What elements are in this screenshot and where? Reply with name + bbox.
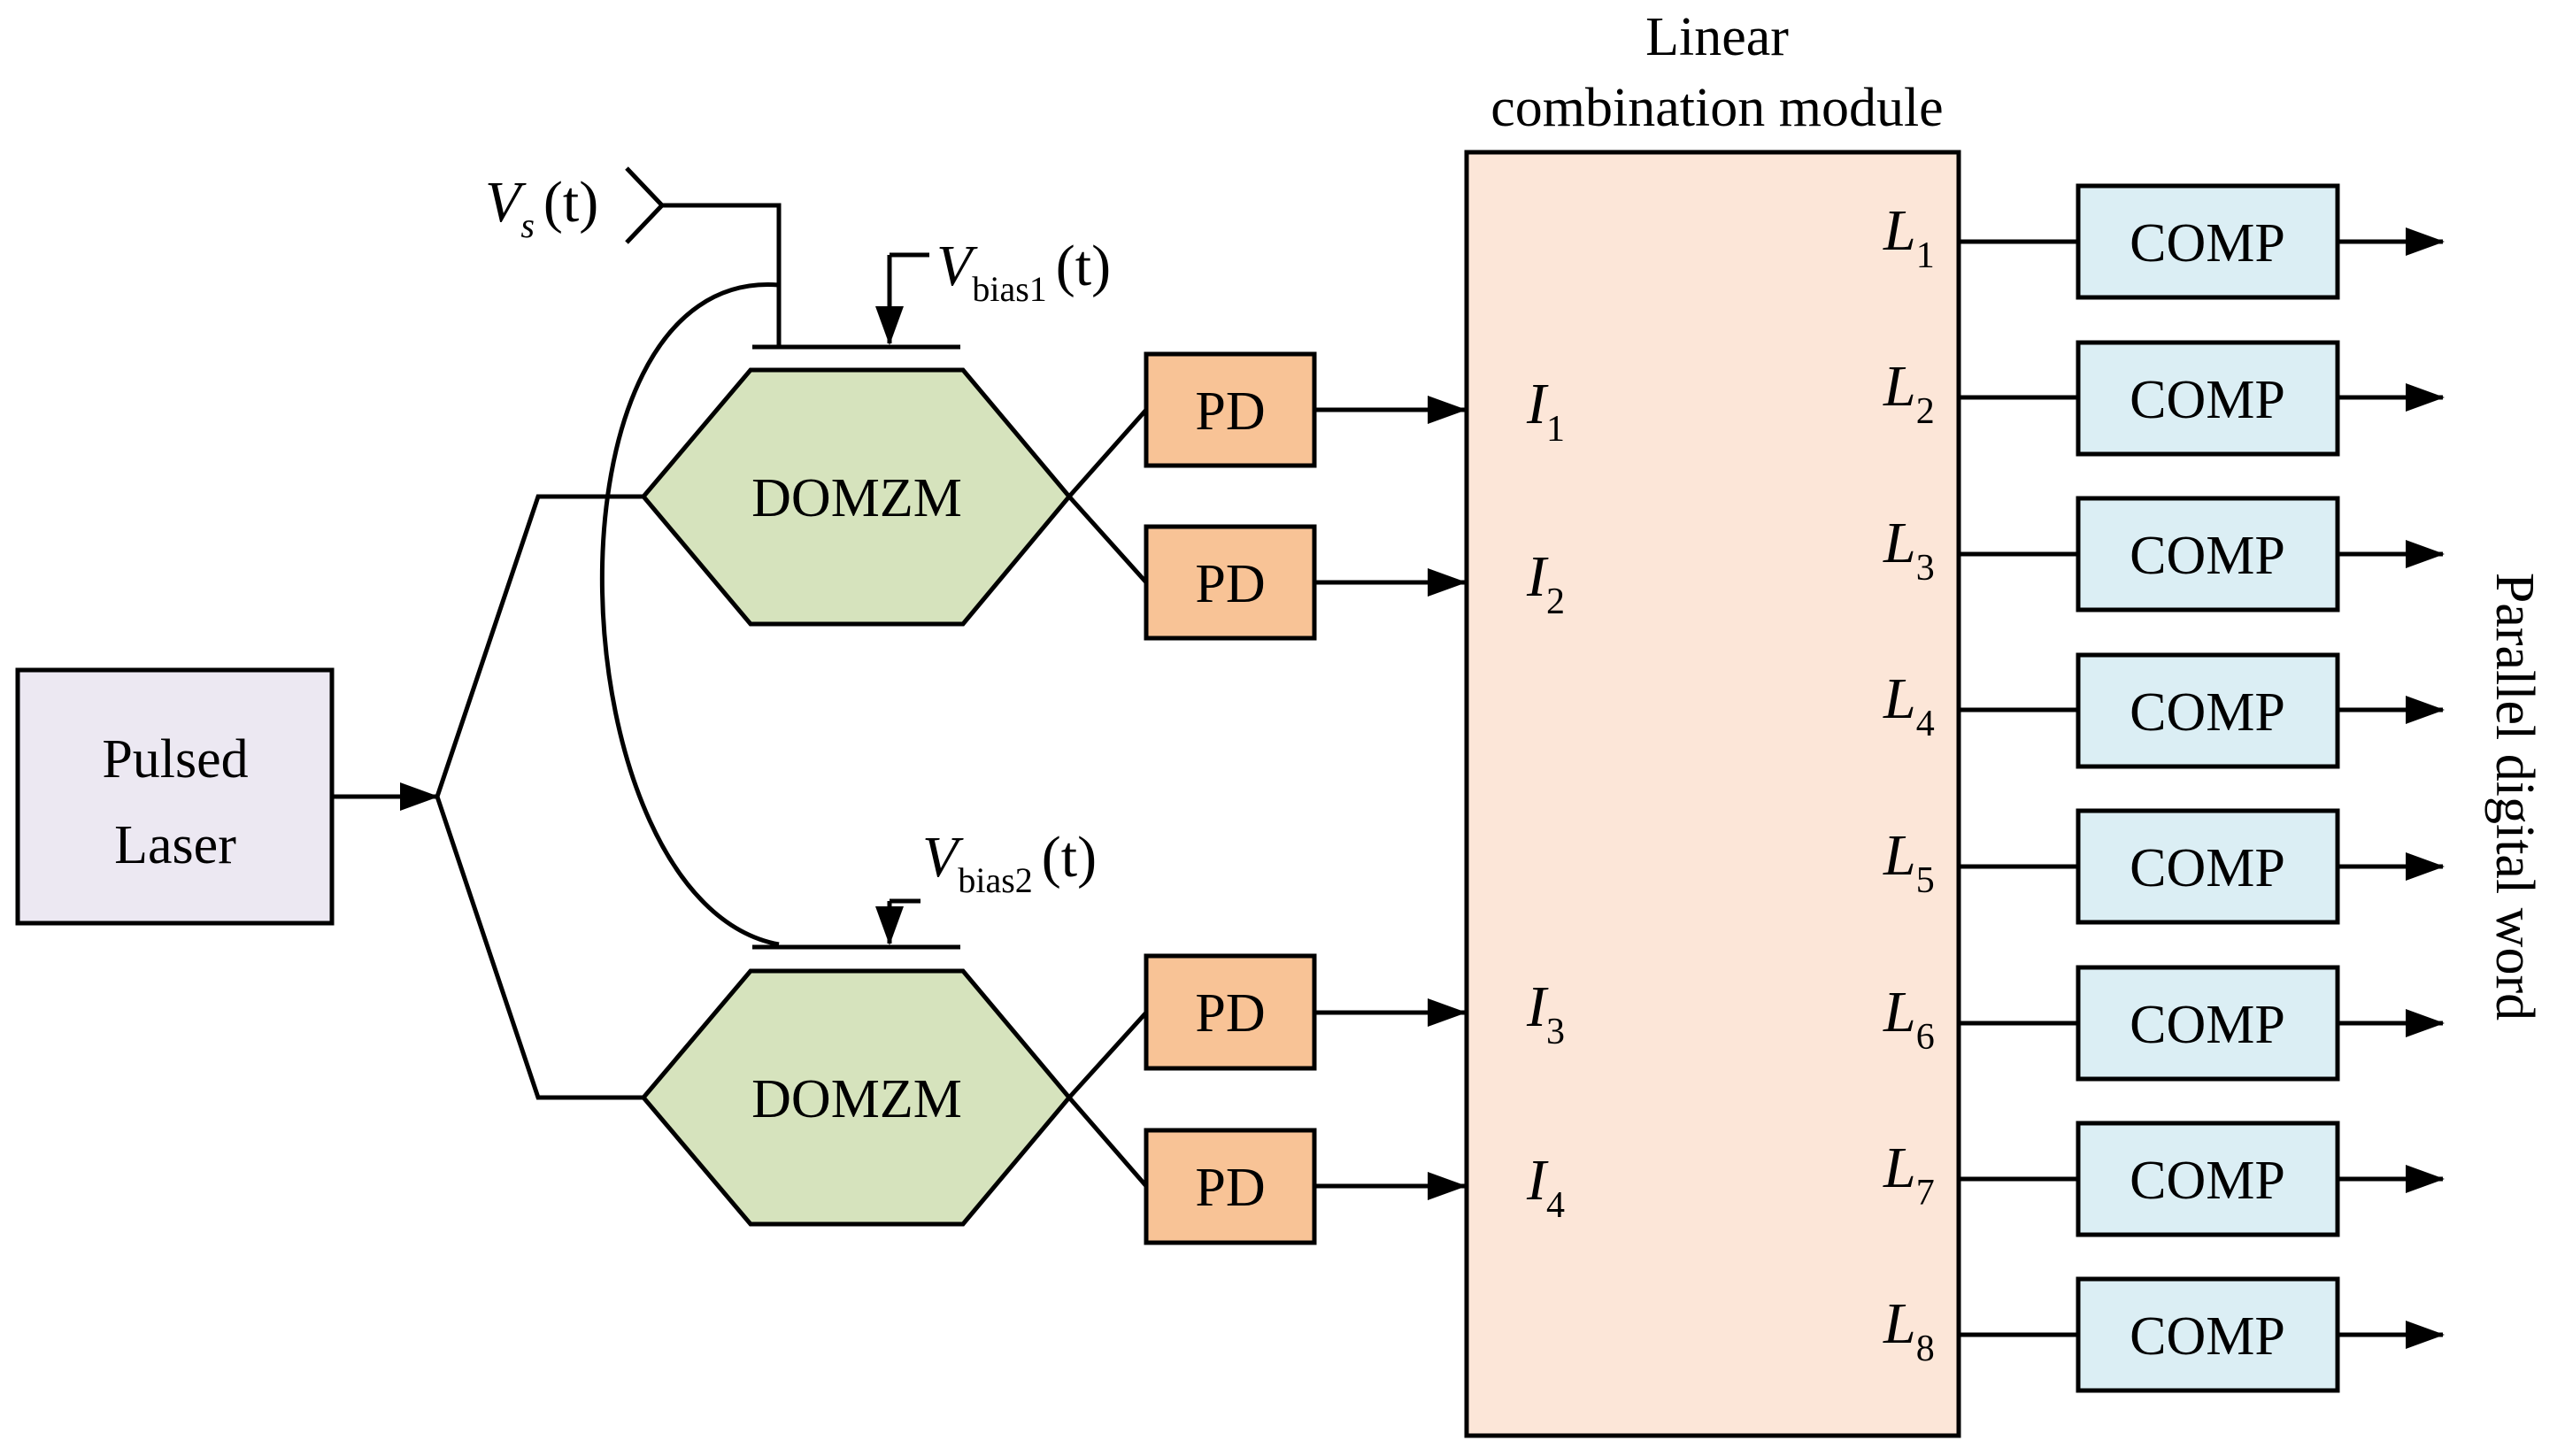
output-row-1: L1 COMP [1883, 183, 2445, 300]
output-row-2: L2 COMP [1883, 340, 2445, 457]
comp-6-box [2076, 965, 2340, 1082]
pd-1-box [1144, 351, 1317, 468]
comp-8-label: COMP [2130, 1306, 2285, 1367]
output-row-4: L4 COMP [1883, 652, 2445, 769]
pulsed-laser-label-line2: Laser [114, 815, 236, 875]
domzm-lower-label: DOMZM [751, 1069, 962, 1129]
pd-3: PD [1144, 953, 1467, 1071]
comp-4-label: COMP [2130, 682, 2285, 743]
comp-7-label: COMP [2130, 1151, 2285, 1211]
pd-3-box [1144, 953, 1317, 1071]
comp-7-box [2076, 1121, 2340, 1237]
pd-2-label: PD [1195, 554, 1265, 614]
comp-1-box [2076, 183, 2340, 300]
module-title-line1: Linear [1645, 7, 1789, 67]
output-row-7: L7 COMP [1883, 1121, 2445, 1237]
splitter-upper-branch [435, 494, 643, 797]
pd-3-label: PD [1195, 983, 1265, 1044]
splitter-lower-branch [435, 796, 643, 1100]
pulsed-laser-block: Pulsed Laser [15, 667, 335, 926]
comp-5-box [2076, 808, 2340, 925]
pd-1-label: PD [1195, 381, 1265, 442]
comp-3-label: COMP [2130, 526, 2285, 586]
output-label-2: L2 [1883, 354, 1935, 432]
parallel-digital-word-label: Parallel digital word [2484, 573, 2545, 1021]
lower-out-cross-a [1067, 1011, 1148, 1099]
pulsed-laser-box [15, 667, 335, 926]
signal-connector-chevron [625, 166, 666, 244]
rf-signal-input: Vs(t) [485, 166, 782, 947]
pd-2: PD [1144, 524, 1467, 641]
input-label-1: I1 [1526, 372, 1565, 450]
comp-2-box [2076, 340, 2340, 457]
pd-4: PD [1144, 1128, 1467, 1245]
input-label-3: I3 [1526, 975, 1565, 1052]
output-label-8: L8 [1883, 1291, 1935, 1369]
output-label-5: L5 [1883, 823, 1935, 901]
input-label-2: I2 [1526, 544, 1565, 622]
upper-out-cross-a [1067, 408, 1148, 498]
output-row-3: L3 COMP [1883, 496, 2445, 612]
signal-loop-wire [600, 282, 780, 947]
domzm-upper: Vbias1(t) DOMZM [640, 234, 1148, 627]
comp-5-label: COMP [2130, 838, 2285, 898]
domzm-lower: Vbias2(t) DOMZM [640, 825, 1148, 1227]
output-row-5: L5 COMP [1883, 808, 2445, 925]
comp-2-label: COMP [2130, 370, 2285, 430]
lower-out-cross-b [1067, 1096, 1148, 1188]
module-title-line2: combination module [1490, 78, 1943, 138]
pd-4-label: PD [1195, 1158, 1265, 1218]
comp-6-label: COMP [2130, 995, 2285, 1055]
output-label-7: L7 [1883, 1136, 1935, 1213]
upper-bias-label: Vbias1(t) [936, 234, 1111, 309]
input-label-4: I4 [1526, 1148, 1565, 1226]
signal-feed-wire [662, 203, 782, 347]
signal-symbol: Vs(t) [485, 170, 598, 245]
output-row-8: L8 COMP [1883, 1276, 2445, 1393]
comp-3-box [2076, 496, 2340, 612]
linear-combination-module [1464, 150, 1961, 1438]
lower-bias-label: Vbias2(t) [922, 825, 1097, 900]
pulsed-laser-label-line1: Pulsed [102, 729, 248, 790]
output-label-4: L4 [1883, 666, 1935, 744]
comp-1-label: COMP [2130, 213, 2285, 273]
domzm-upper-label: DOMZM [751, 468, 962, 528]
upper-out-cross-b [1067, 495, 1148, 584]
output-label-1: L1 [1883, 198, 1935, 276]
output-label-6: L6 [1883, 980, 1935, 1058]
pd-4-box [1144, 1128, 1317, 1245]
output-row-6: L6 COMP [1883, 965, 2445, 1082]
output-label-3: L3 [1883, 511, 1935, 589]
pd-1: PD [1144, 351, 1467, 468]
